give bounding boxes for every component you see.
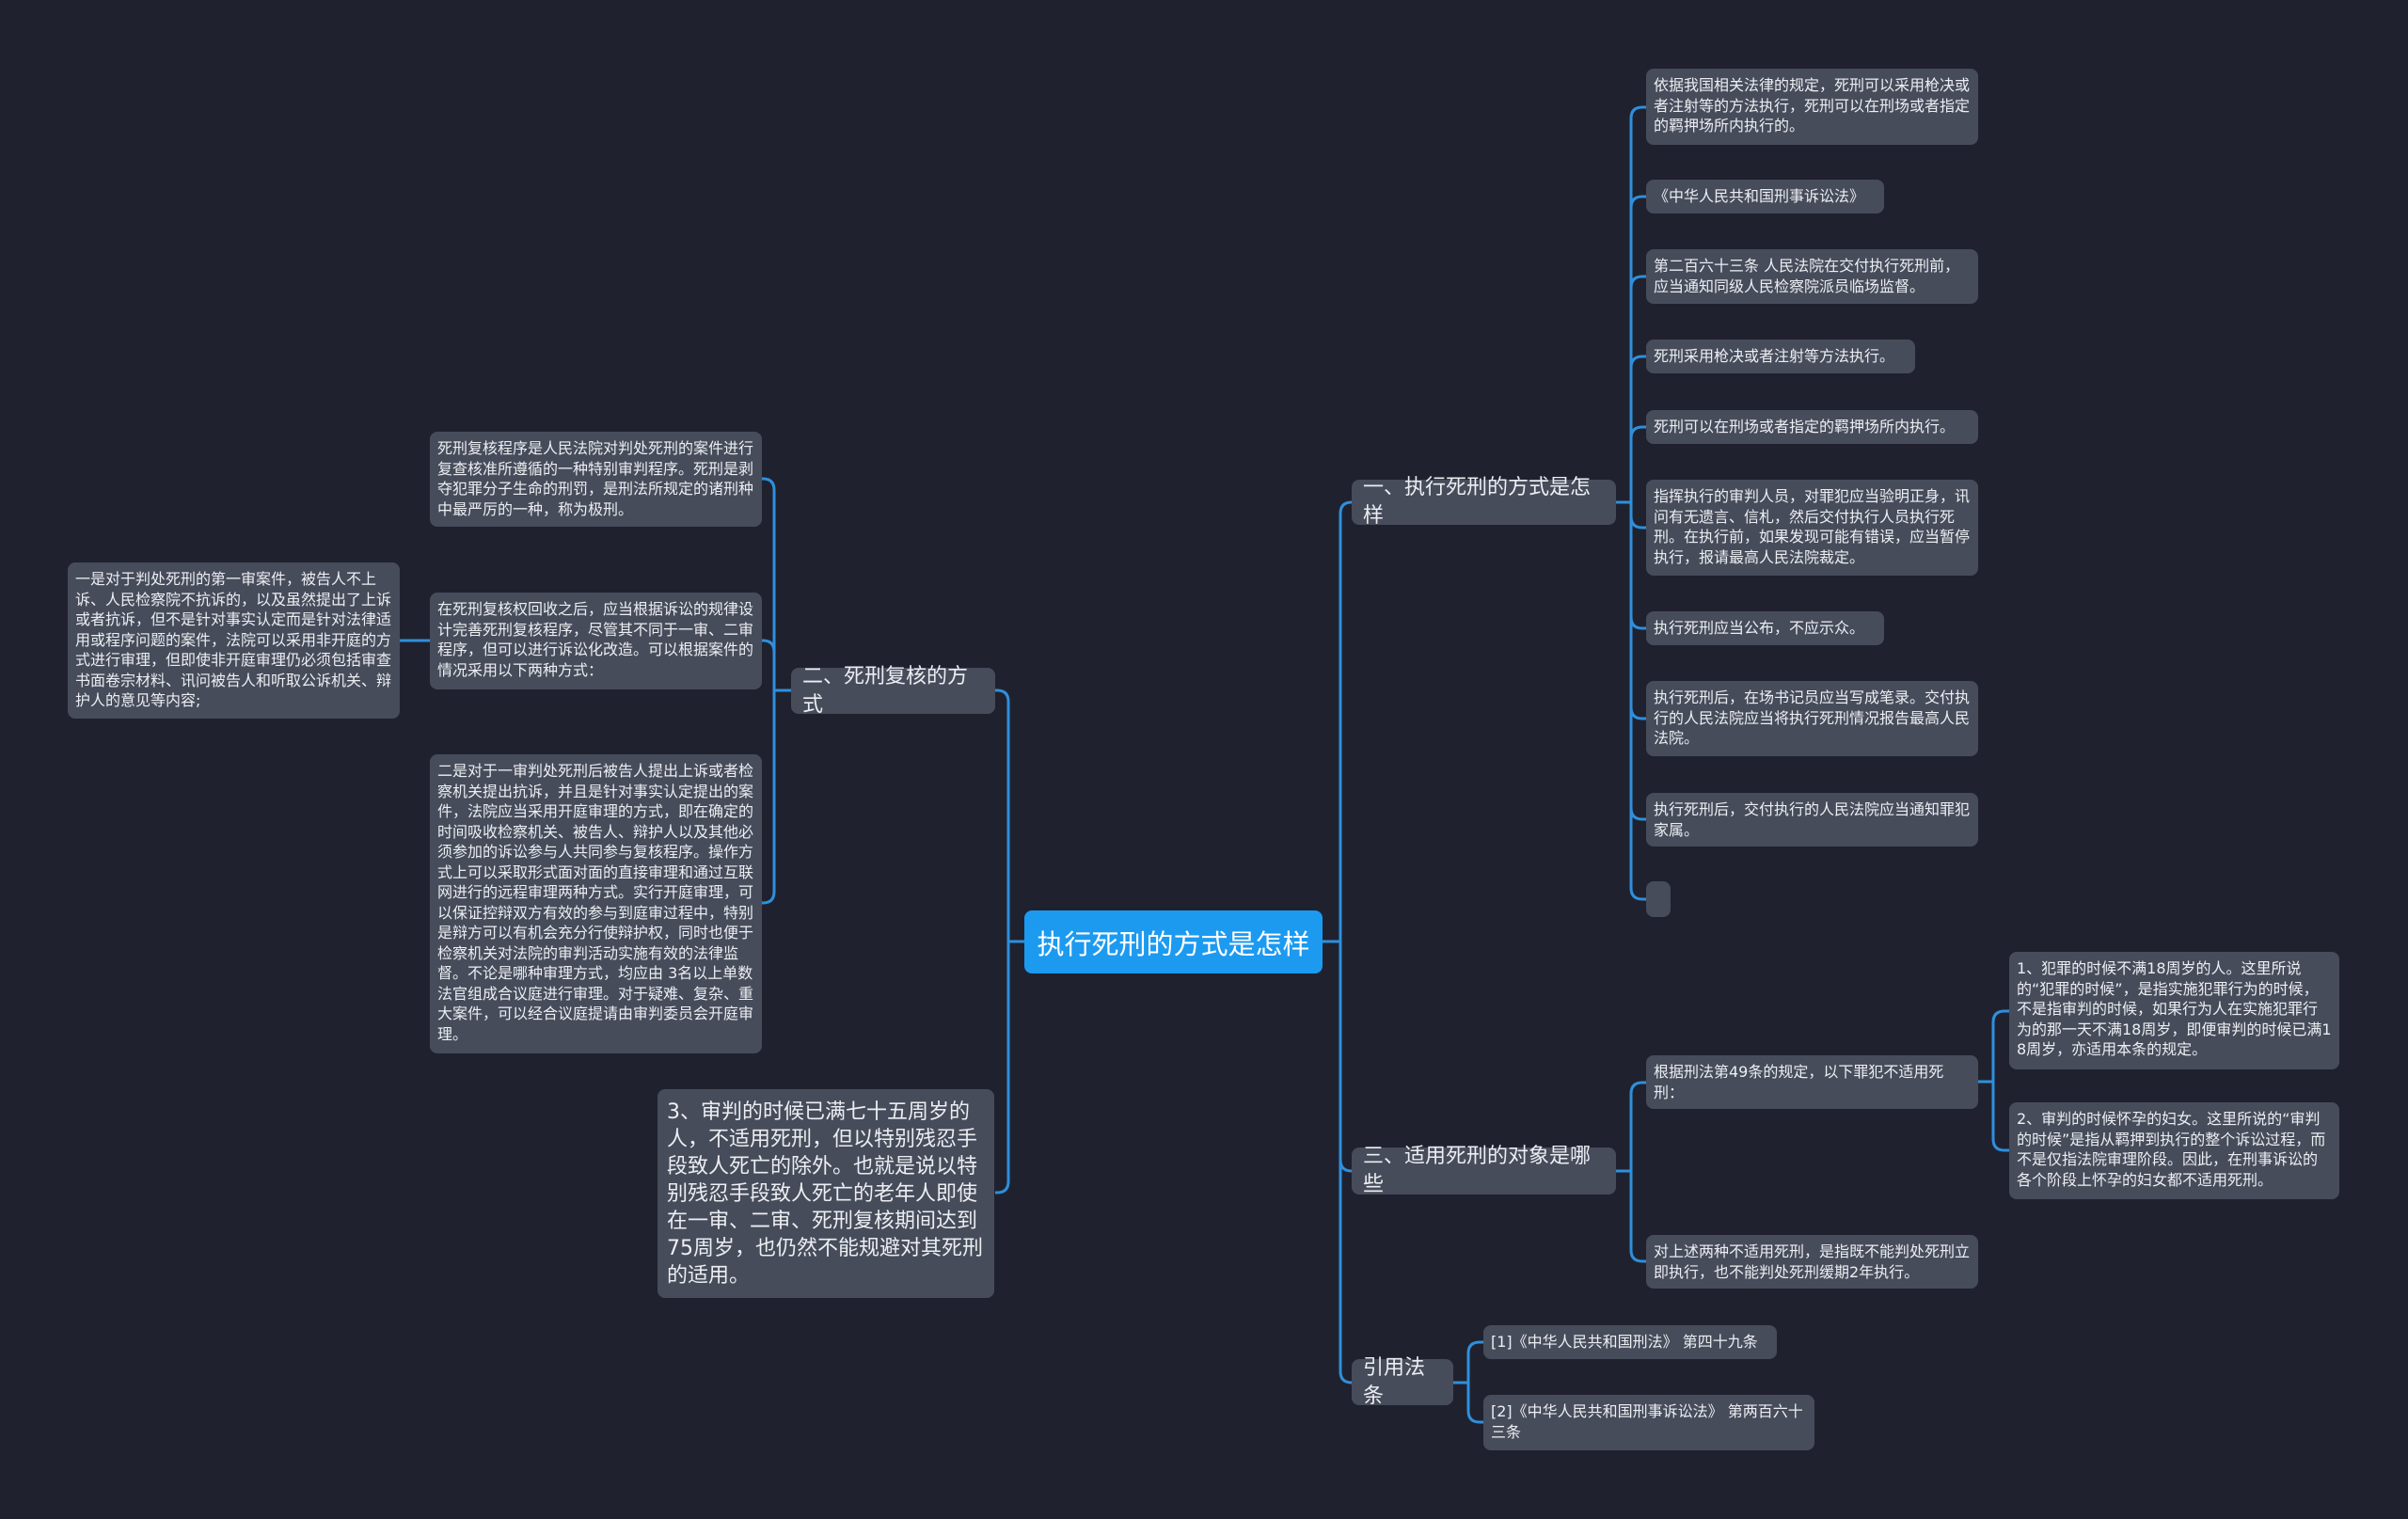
connector-line [1616,1169,1646,1263]
connector-line [1323,500,1353,943]
branch-title: 引用法条 [1363,1355,1426,1408]
connector-line [1616,275,1646,504]
citation-item[interactable]: [1]《中华人民共和国刑法》 第四十九条 [1483,1325,1777,1359]
branch-execution-method[interactable]: 一、执行死刑的方式是怎样 [1352,476,1616,528]
list-item[interactable]: 第二百六十三条 人民法院在交付执行死刑前，应当通知同级人民检察院派员临场监督。 [1646,249,1978,304]
connector-line [1453,1381,1483,1424]
list-item[interactable]: 对上述两种不适用死刑，是指既不能判处死刑立即执行，也不能判处死刑缓期2年执行。 [1646,1235,1978,1289]
list-item[interactable]: 执行死刑后，在场书记员应当写成笔录。交付执行的人民法院应当将执行死刑情况报告最高… [1646,681,1978,756]
connector-line [1616,105,1646,504]
connector-line [1616,500,1646,901]
branch-citations[interactable]: 引用法条 [1352,1356,1453,1408]
list-item[interactable]: 一是对于判处死刑的第一审案件，被告人不上诉、人民检察院不抗诉的，以及虽然提出了上… [68,562,400,719]
connector-line [1616,355,1646,504]
list-item[interactable]: 依据我国相关法律的规定，死刑可以采用枪决或者注射等的方法执行，死刑可以在刑场或者… [1646,69,1978,145]
list-item[interactable]: 死刑可以在刑场或者指定的羁押场所内执行。 [1646,410,1978,444]
list-item[interactable]: 在死刑复核权回收之后，应当根据诉讼的规律设计完善死刑复核程序，尽管其不同于一审、… [430,593,762,689]
connector-line [1323,940,1353,1173]
empty-list-item[interactable] [1646,881,1671,917]
connector-line [1616,1081,1646,1173]
connector-line [1978,1080,2009,1152]
branch-applicable-objects[interactable]: 三、适用死刑的对象是哪些 [1352,1145,1616,1196]
connector-line [1616,195,1646,504]
list-item[interactable]: 执行死刑应当公布，不应示众。 [1646,611,1884,645]
branch-title: 二、死刑复核的方式 [802,664,969,717]
list-item[interactable]: 根据刑法第49条的规定，以下罪犯不适用死刑： [1646,1055,1978,1109]
connector-line [995,940,1024,1195]
root-node[interactable]: 执行死刑的方式是怎样 [1024,910,1323,973]
connector-line [762,688,791,905]
connector-line [1453,1340,1483,1385]
list-item[interactable]: 执行死刑后，交付执行的人民法院应当通知罪犯家属。 [1646,793,1978,847]
branch-title: 一、执行死刑的方式是怎样 [1363,476,1592,528]
connector-line [995,688,1024,943]
connector-line [1616,425,1646,504]
branch-review-method[interactable]: 二、死刑复核的方式 [791,665,995,717]
list-item[interactable]: 死刑复核程序是人民法院对判处死刑的案件进行复查核准所遵循的一种特别审判程序。死刑… [430,432,762,527]
list-item[interactable]: 指挥执行的审判人员，对罪犯应当验明正身，讯问有无遗言、信札，然后交付执行人员执行… [1646,480,1978,576]
connector-line [1978,1009,2009,1084]
list-item[interactable]: 2、审判的时候怀孕的妇女。这里所说的“审判的时候”是指从羁押到执行的整个诉讼过程… [2009,1102,2339,1199]
list-item[interactable]: 《中华人民共和国刑事诉讼法》 [1646,180,1884,214]
list-item[interactable]: 死刑采用枪决或者注射等方法执行。 [1646,340,1915,373]
connector-line [762,477,791,692]
connector-line [762,639,791,692]
list-item[interactable]: 1、犯罪的时候不满18周岁的人。这里所说的“犯罪的时候”，是指实施犯罪行为的时候… [2009,952,2339,1069]
citation-item[interactable]: [2]《中华人民共和国刑事诉讼法》 第两百六十三条 [1483,1395,1814,1450]
list-item[interactable]: 二是对于一审判处死刑后被告人提出上诉或者检察机关提出抗诉，并且是针对事实认定提出… [430,754,762,1053]
branch-title: 三、适用死刑的对象是哪些 [1363,1145,1592,1196]
connector-line [1323,940,1353,1385]
note-node[interactable]: 3、审判的时候已满七十五周岁的人，不适用死刑，但以特别残忍手段致人死亡的除外。也… [657,1089,994,1298]
root-title: 执行死刑的方式是怎样 [1037,927,1310,960]
